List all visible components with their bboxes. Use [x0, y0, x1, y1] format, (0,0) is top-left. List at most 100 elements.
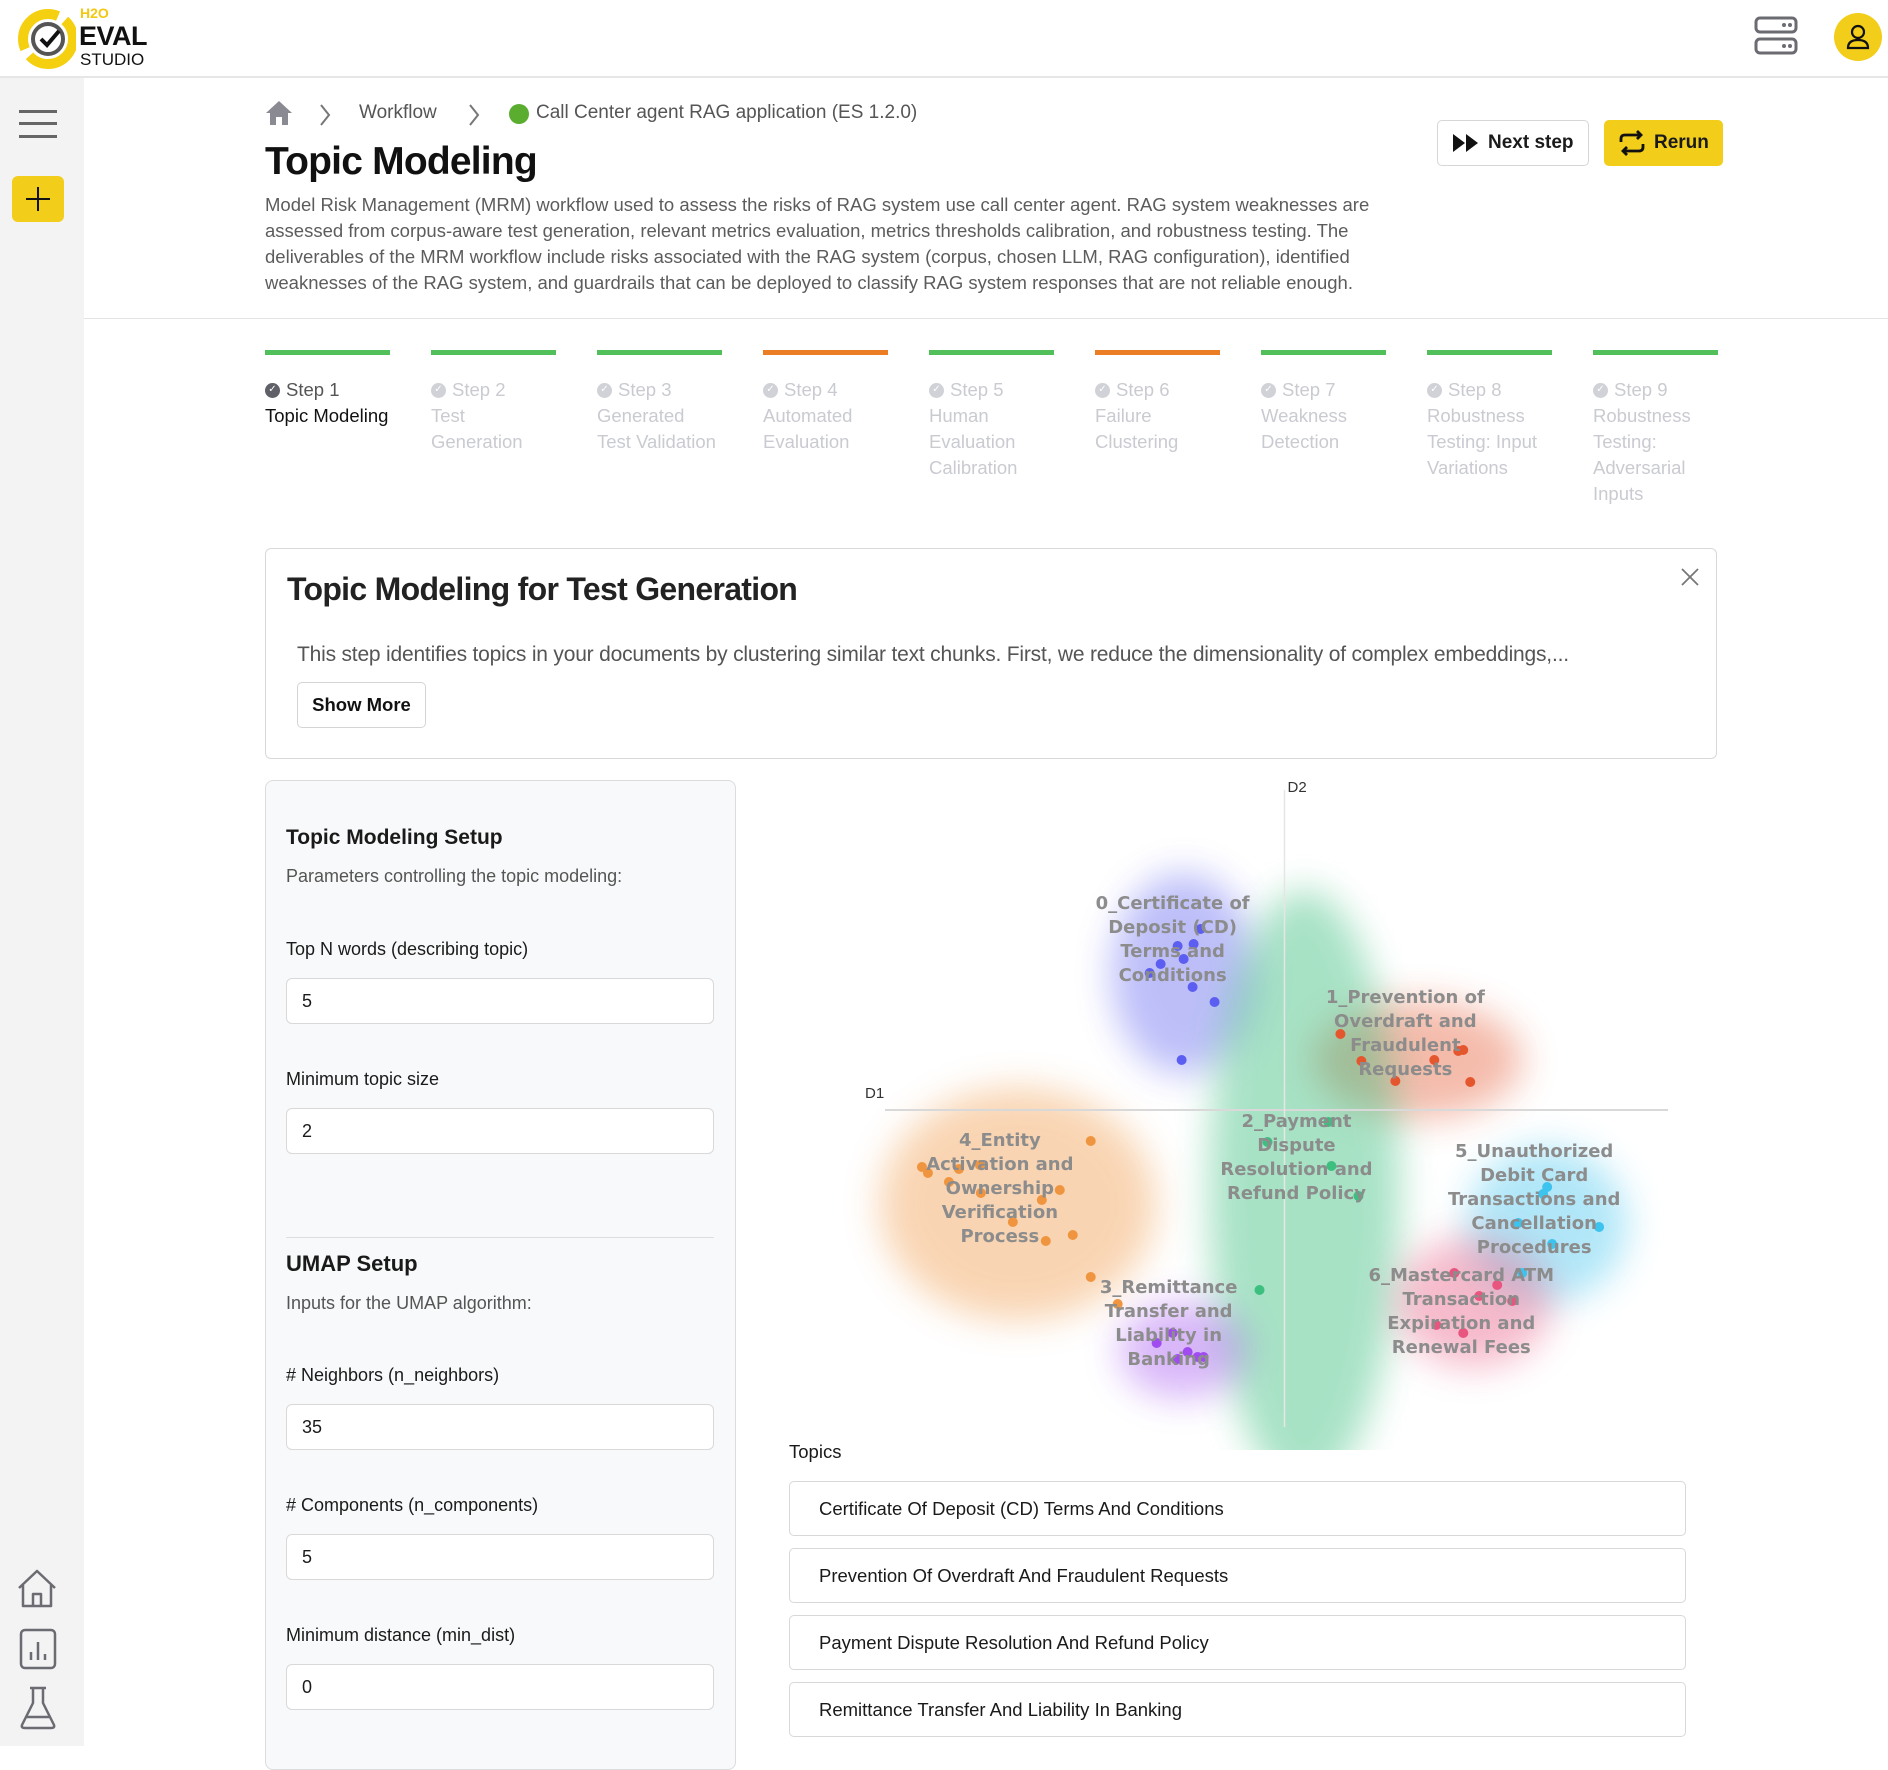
data-point[interactable] [1172, 1354, 1183, 1364]
topic-item[interactable]: Certificate Of Deposit (CD) Terms And Co… [789, 1481, 1686, 1536]
data-point[interactable] [1507, 1296, 1518, 1306]
data-point[interactable] [1262, 1137, 1273, 1147]
step-name: Test Generation [431, 405, 523, 452]
data-point[interactable] [1178, 954, 1189, 964]
data-point[interactable] [1144, 968, 1155, 978]
check-circle-icon: ✓ [597, 382, 612, 398]
data-point[interactable] [1492, 1280, 1503, 1290]
home-breadcrumb-icon[interactable] [265, 100, 293, 126]
step-4[interactable]: ✓Step 4 Automated Evaluation [763, 350, 888, 455]
data-point[interactable] [1187, 982, 1198, 992]
chart-icon[interactable] [19, 1628, 57, 1670]
flask-icon[interactable] [18, 1685, 58, 1731]
data-point[interactable] [943, 1177, 954, 1187]
logo[interactable]: H2O EVAL STUDIO [16, 5, 156, 71]
step-7[interactable]: ✓Step 7 Weakness Detection [1261, 350, 1386, 455]
data-point[interactable] [1209, 997, 1220, 1007]
data-point[interactable] [1067, 1230, 1078, 1240]
server-icon[interactable] [1754, 16, 1798, 56]
top-n-input[interactable]: 5 [286, 978, 714, 1024]
data-point[interactable] [1517, 1268, 1528, 1278]
data-point[interactable] [1198, 1352, 1209, 1362]
data-point[interactable] [1538, 1189, 1549, 1199]
data-point[interactable] [1254, 1285, 1265, 1295]
data-point[interactable] [1474, 1291, 1485, 1301]
data-point[interactable] [1547, 1239, 1558, 1249]
data-point[interactable] [1353, 1191, 1364, 1201]
close-icon[interactable] [1680, 567, 1700, 587]
data-point[interactable] [1323, 1117, 1334, 1127]
check-circle-icon: ✓ [431, 382, 446, 398]
data-point[interactable] [1429, 1055, 1440, 1065]
data-point[interactable] [1465, 1077, 1476, 1087]
data-point[interactable] [1188, 939, 1199, 949]
data-point[interactable] [1594, 1222, 1605, 1232]
step-number: Step 7 [1282, 379, 1336, 400]
step-status-bar [265, 350, 390, 355]
data-point[interactable] [1112, 1299, 1123, 1309]
data-point[interactable] [1390, 1076, 1401, 1086]
breadcrumb-current[interactable]: Call Center agent RAG application (ES 1.… [536, 102, 918, 123]
data-point[interactable] [1040, 1236, 1051, 1246]
rerun-button[interactable]: Rerun [1604, 120, 1723, 166]
step-2[interactable]: ✓Step 2 Test Generation [431, 350, 556, 455]
data-point[interactable] [1513, 1218, 1524, 1228]
data-point[interactable] [1176, 1055, 1187, 1065]
setup-divider [286, 1237, 714, 1238]
setup-title: Topic Modeling Setup [286, 826, 503, 849]
data-point[interactable] [1007, 1217, 1018, 1227]
menu-icon[interactable] [19, 108, 57, 140]
data-point[interactable] [1431, 1320, 1442, 1330]
logo-sub: STUDIO [80, 50, 145, 69]
add-button[interactable] [12, 176, 64, 222]
step-6[interactable]: ✓Step 6 Failure Clustering [1095, 350, 1220, 455]
step-number: Step 5 [950, 379, 1004, 400]
density-blob [880, 1087, 1156, 1321]
data-point[interactable] [1356, 1056, 1367, 1066]
data-point[interactable] [1195, 924, 1206, 934]
data-point[interactable] [1036, 1195, 1047, 1205]
data-point[interactable] [1155, 959, 1166, 969]
step-1[interactable]: ✓Step 1 Topic Modeling [265, 350, 390, 429]
breadcrumb-workflow[interactable]: Workflow [359, 102, 437, 123]
data-point[interactable] [1167, 1328, 1178, 1338]
user-avatar-icon[interactable] [1834, 13, 1882, 61]
next-step-button[interactable]: Next step [1437, 120, 1589, 166]
step-number: Step 6 [1116, 379, 1170, 400]
data-point[interactable] [1085, 1272, 1096, 1282]
step-9[interactable]: ✓Step 9 Robustness Testing: Adversarial … [1593, 350, 1718, 507]
data-point[interactable] [1326, 1161, 1337, 1171]
data-point[interactable] [1182, 1347, 1193, 1357]
data-point[interactable] [1449, 1268, 1460, 1278]
data-point[interactable] [1054, 1185, 1065, 1195]
step-8[interactable]: ✓Step 8 Robustness Testing: Input Variat… [1427, 350, 1552, 481]
step-name: Automated Evaluation [763, 405, 853, 452]
data-point[interactable] [1172, 941, 1183, 951]
neighbors-input[interactable]: 35 [286, 1404, 714, 1450]
min-topic-size-input[interactable]: 2 [286, 1108, 714, 1154]
data-point[interactable] [1085, 1136, 1096, 1146]
step-status-bar [431, 350, 556, 355]
min-dist-input[interactable]: 0 [286, 1664, 714, 1710]
components-input[interactable]: 5 [286, 1534, 714, 1580]
data-point[interactable] [975, 1188, 986, 1198]
check-circle-icon: ✓ [1593, 382, 1608, 398]
data-point[interactable] [1458, 1045, 1469, 1055]
data-point[interactable] [922, 1168, 933, 1178]
topic-item[interactable]: Payment Dispute Resolution And Refund Po… [789, 1615, 1686, 1670]
topic-item[interactable]: Remittance Transfer And Liability In Ban… [789, 1682, 1686, 1737]
umap-subtitle: Inputs for the UMAP algorithm: [286, 1293, 532, 1313]
home-icon[interactable] [16, 1568, 58, 1610]
topic-item[interactable]: Prevention Of Overdraft And Fraudulent R… [789, 1548, 1686, 1603]
check-circle-icon: ✓ [1427, 382, 1442, 398]
data-point[interactable] [974, 1160, 985, 1170]
step-status-bar [1261, 350, 1386, 355]
step-5[interactable]: ✓Step 5 Human Evaluation Calibration [929, 350, 1054, 481]
data-point[interactable] [1335, 1029, 1346, 1039]
data-point[interactable] [953, 1164, 964, 1174]
step-3[interactable]: ✓Step 3 Generated Test Validation [597, 350, 722, 455]
show-more-button[interactable]: Show More [297, 682, 426, 728]
data-point[interactable] [1458, 1328, 1469, 1338]
data-point[interactable] [1151, 1338, 1162, 1348]
